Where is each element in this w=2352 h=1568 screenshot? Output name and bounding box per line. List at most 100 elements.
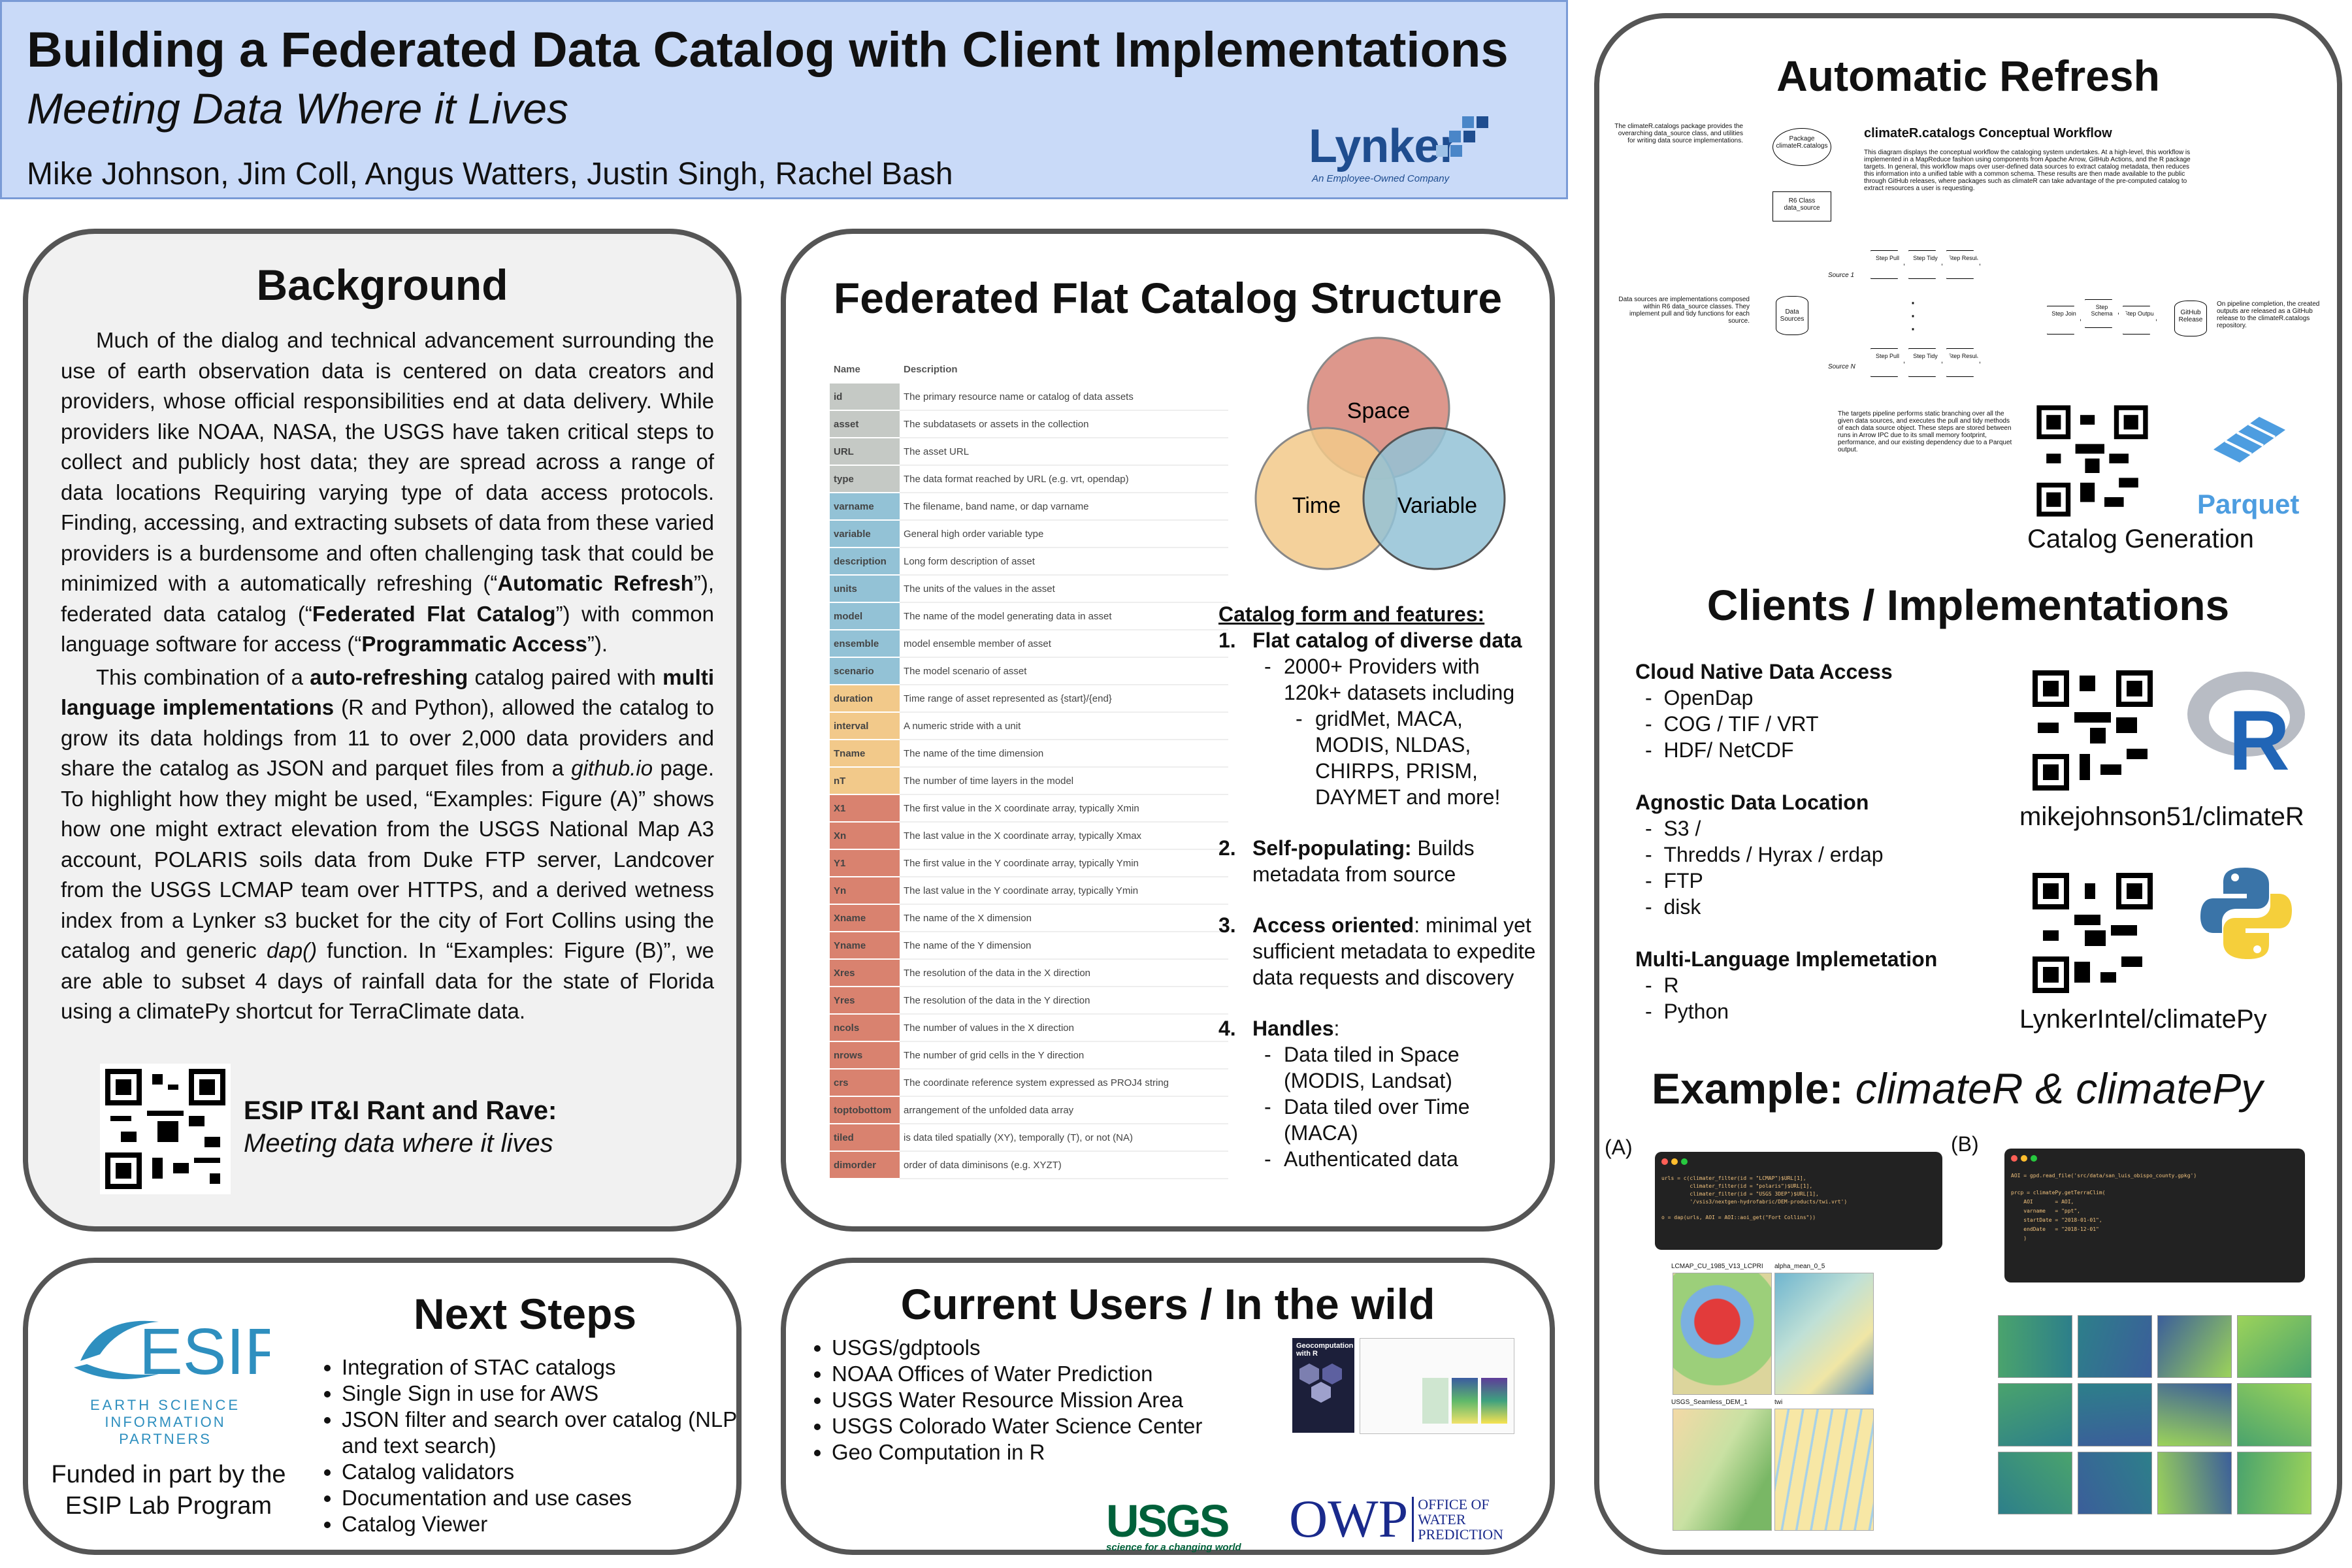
catalog-features: Catalog form and features: 1.Flat catalo… xyxy=(1218,601,1545,1172)
list-item: - FTP xyxy=(1645,869,1703,892)
table-cell-description: model ensemble member of asset xyxy=(900,630,1228,658)
table-cell-name: URL xyxy=(830,438,900,466)
climatepy-repo-label[interactable]: LynkerIntel/climatePy xyxy=(2019,1005,2267,1034)
table-cell-description: is data tiled spatially (XY), temporally… xyxy=(900,1124,1228,1152)
list-item: Catalog validators xyxy=(342,1459,760,1485)
table-cell-description: The primary resource name or catalog of … xyxy=(900,383,1228,411)
workflow-description: This diagram displays the conceptual wor… xyxy=(1864,149,2191,192)
svg-text:R: R xyxy=(2229,693,2290,776)
feature-3: 3.Access oriented: minimal yet sufficien… xyxy=(1218,913,1536,989)
table-cell-name: interval xyxy=(830,712,900,740)
right-column-panel: Automatic Refresh The climateR.catalogs … xyxy=(1594,13,2342,1555)
code-line: startDate = "2018-01-01", xyxy=(2011,1217,2102,1223)
authors: Mike Johnson, Jim Coll, Angus Watters, J… xyxy=(27,157,953,191)
table-cell-name: varname xyxy=(830,493,900,521)
workflow-step-box: Step Result xyxy=(1946,348,1980,377)
table-cell-name: id xyxy=(830,383,900,411)
workflow-left-note: The climateR.catalogs package provides t… xyxy=(1614,123,1743,144)
table-cell-name: Xname xyxy=(830,904,900,932)
list-item: NOAA Offices of Water Prediction xyxy=(832,1361,1237,1387)
climater-repo-label[interactable]: mikejohnson51/climateR xyxy=(2019,802,2304,831)
workflow-sources-note: Data sources are implementations compose… xyxy=(1618,296,1750,325)
workflow-step-box: Step Tidy xyxy=(1908,250,1942,279)
table-cell-name: Y1 xyxy=(830,849,900,877)
esip-swoosh-icon: ESIP xyxy=(74,1315,288,1388)
clients-list: Cloud Native Data Access - OpenDap - COG… xyxy=(1635,659,2001,1024)
code-line: urls = c(climater_filter(id = "LCMAP")$U… xyxy=(1661,1175,1806,1181)
lynker-logo-text: Lynker xyxy=(1309,120,1458,172)
table-cell-description: The coordinate reference system expresse… xyxy=(900,1069,1228,1097)
table-cell-name: units xyxy=(830,575,900,603)
list-item: - Python xyxy=(1645,1000,1729,1023)
table-cell-name: description xyxy=(830,547,900,576)
rainfall-map-tile xyxy=(2157,1383,2232,1446)
table-cell-name: X1 xyxy=(830,794,900,823)
example-title: Example: climateR & climatePy xyxy=(1652,1064,2263,1113)
auto-refresh-title: Automatic Refresh xyxy=(1776,52,2160,100)
code-line: ) xyxy=(2011,1235,2027,1241)
table-cell-description: The name of the X dimension xyxy=(900,904,1228,932)
table-cell-name: crs xyxy=(830,1069,900,1097)
climatepy-qr-code[interactable] xyxy=(2027,868,2158,998)
users-title: Current Users / In the wild xyxy=(900,1280,1435,1328)
parquet-logo-icon xyxy=(2213,417,2285,463)
rainfall-map-tile xyxy=(2157,1451,2232,1514)
funded-text: Funded in part by the ESIP Lab Program xyxy=(51,1461,286,1520)
table-cell-name: tiled xyxy=(830,1124,900,1152)
venn-space-label: Space xyxy=(1347,399,1410,423)
code-line: o = dap(urls, AOI = AOI::aoi_get("Fort C… xyxy=(1661,1215,1816,1220)
workflow-step-box: Step Tidy xyxy=(1908,348,1942,377)
list-item: - HDF/ NetCDF xyxy=(1645,738,1794,762)
background-panel: Background Much of the dialog and techni… xyxy=(23,229,742,1232)
background-paragraph-1: Much of the dialog and technical advance… xyxy=(61,328,714,656)
table-cell-description: A numeric stride with a unit xyxy=(900,712,1228,740)
table-cell-name: nrows xyxy=(830,1041,900,1070)
table-cell-description: The name of the Y dimension xyxy=(900,932,1228,960)
code-snippet-a: urls = c(climater_filter(id = "LCMAP")$U… xyxy=(1655,1152,1942,1250)
map-alpha xyxy=(1774,1273,1874,1395)
catalog-qr-code[interactable] xyxy=(2032,400,2153,521)
next-steps-panel: Next Steps ESIP EARTH SCIENCE INFORMATIO… xyxy=(23,1258,742,1555)
feature-1: 1.Flat catalog of diverse data xyxy=(1218,629,1522,652)
r-logo-icon: R xyxy=(2187,672,2305,776)
esip-qr-code[interactable] xyxy=(100,1064,231,1194)
table-cell-description: The last value in the Y coordinate array… xyxy=(900,877,1228,905)
table-cell-name: model xyxy=(830,602,900,630)
rainfall-map-tile xyxy=(2157,1315,2232,1379)
svg-text:ESIP: ESIP xyxy=(139,1315,270,1388)
catalog-generation-label: Catalog Generation xyxy=(2027,525,2254,553)
code-line: AOI = AOI, xyxy=(2011,1199,2074,1205)
table-cell-description: The subdatasets or assets in the collect… xyxy=(900,410,1228,438)
list-item: - disk xyxy=(1645,895,1701,919)
climater-qr-code[interactable] xyxy=(2027,665,2158,796)
current-users-panel: Current Users / In the wild USGS/gdptool… xyxy=(781,1258,1555,1555)
list-item: USGS Water Resource Mission Area xyxy=(832,1387,1237,1413)
table-cell-description: The filename, band name, or dap varname xyxy=(900,493,1228,521)
table-cell-description: The number of time layers in the model xyxy=(900,767,1228,795)
table-cell-name: Yres xyxy=(830,987,900,1015)
workflow-release-box: GitHub Release xyxy=(2174,301,2207,336)
geocomputation-book-cover: Geocomputation with R xyxy=(1292,1338,1354,1433)
clients-heading-1: Cloud Native Data Access xyxy=(1635,660,1893,683)
esip-logo-sub1: EARTH SCIENCE xyxy=(90,1397,241,1413)
table-cell-description: Long form description of asset xyxy=(900,547,1228,576)
table-cell-name: Yn xyxy=(830,877,900,905)
usgs-logo: USGS science for a changing world xyxy=(1106,1495,1241,1553)
table-cell-description: The resolution of the data in the X dire… xyxy=(900,959,1228,987)
